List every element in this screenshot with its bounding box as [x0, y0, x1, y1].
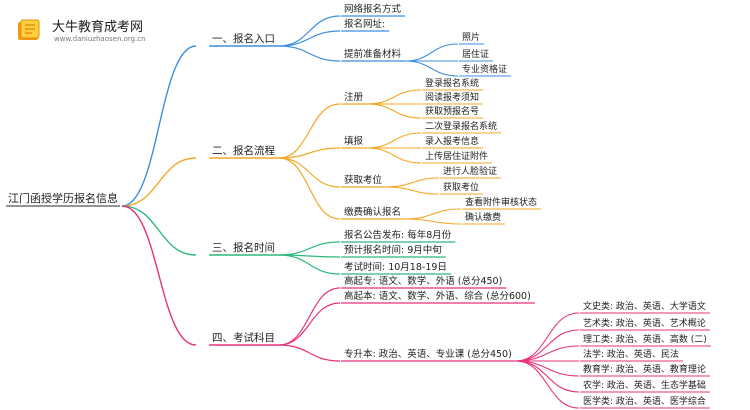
branch-4-child-2-edge [278, 302, 341, 346]
branch-2-child-3-leaf-1-node: 进行人脸验证 [443, 165, 497, 177]
branch-2-child-4-node: 缴费确认报名 [344, 206, 401, 218]
branch-2-child-4-leaf-1-edge [405, 208, 462, 220]
branch-2-child-4-leaf-2-edge [405, 218, 462, 225]
branch-1-child-3-leaf-3-edge [405, 60, 459, 77]
branch-1-child-1-node: 网络报名方式 [344, 3, 402, 15]
branch-3-child-3-edge [278, 254, 341, 275]
branch-4-node: 四、考试科目 [212, 331, 275, 344]
branch-1-child-3-leaf-2-node: 居住证 [462, 48, 489, 60]
branch-2-child-1-leaf-1-edge [367, 89, 422, 105]
branch-2-child-4-leaf-1-node: 查看附件审核状态 [465, 196, 537, 208]
branch-2-child-2-leaf-2-node: 录入报考信息 [425, 135, 479, 147]
branch-3-child-3-node: 考试时间: 10月18-19日 [344, 261, 447, 273]
branch-2-child-3-edge [278, 157, 341, 188]
branch-4-child-3-leaf-6-edge [515, 360, 580, 393]
branch-4-child-3-leaf-2-node: 艺术类: 政治、英语、艺术概论 [583, 317, 706, 329]
branch-3-child-2-node: 预计报名时间: 9月中旬 [344, 244, 442, 256]
branch-4-child-3-edge [278, 344, 341, 362]
branch-1-child-3-node: 提前准备材料 [344, 48, 402, 60]
branch-2-child-2-leaf-3-node: 上传居住证附件 [425, 150, 488, 162]
branch-4-child-3-node: 专升本: 政治、英语、专业课 (总分450) [344, 348, 512, 360]
branch-4-child-3-leaf-1-edge [515, 312, 580, 362]
branch-4-child-3-leaf-5-edge [515, 360, 580, 377]
mind-map-underlines [6, 15, 711, 409]
branch-4-child-1-node: 高起专: 语文、数学、外语 (总分450) [344, 275, 502, 287]
branch-1-child-3-leaf-1-node: 照片 [462, 31, 480, 43]
branch-2-child-3-node: 获取考位 [344, 174, 383, 186]
branch-2-child-2-node: 填报 [344, 135, 364, 147]
branch-4-child-3-leaf-5-node: 教育学: 政治、英语、教育理论 [583, 363, 706, 375]
branch-1-node: 一、报名入口 [212, 32, 275, 45]
branch-4-child-3-leaf-2-edge [515, 329, 580, 362]
branch-2-child-1-edge [278, 103, 341, 159]
book-logo-icon [18, 19, 40, 40]
branch-2-node: 二、报名流程 [212, 144, 275, 157]
branch-4-child-1-edge [278, 287, 341, 346]
branch-2-child-2-leaf-3-edge [367, 147, 422, 164]
branch-2-edge [121, 157, 197, 207]
branch-2-child-1-leaf-2-node: 阅读报考须知 [425, 91, 479, 103]
branch-2-child-4-leaf-2-node: 确认缴费 [465, 211, 501, 223]
branch-3-child-1-node: 报名公告发布: 每年8月份 [344, 229, 452, 241]
branch-4-child-3-leaf-6-node: 农学: 政治、英语、生态学基础 [583, 379, 706, 391]
branch-3-edge [121, 205, 197, 256]
branch-3-child-1-edge [278, 241, 341, 256]
branch-1-child-3-leaf-3-node: 专业资格证 [462, 63, 507, 75]
branch-4-child-3-leaf-1-node: 文史类: 政治、英语、大学语文 [583, 300, 706, 312]
branch-3-node: 三、报名时间 [212, 241, 275, 254]
logo-url: www.daniuzhaosen.org.cn [54, 35, 146, 43]
branch-2-child-3-leaf-2-node: 获取考位 [443, 181, 479, 193]
branch-4-child-3-leaf-3-node: 理工类: 政治、英语、高数 (二) [583, 333, 707, 345]
branch-4-child-3-leaf-7-node: 医学类: 政治、英语、医学综合 [583, 395, 706, 407]
branch-2-child-2-edge [278, 147, 341, 159]
branch-4-edge [121, 205, 197, 346]
site-logo: 大牛教育成考网 www.daniuzhaosen.org.cn [8, 14, 208, 50]
branch-2-child-2-leaf-1-node: 二次登录报名系统 [425, 120, 497, 132]
branch-1-child-2-node: 报名网址: [344, 18, 385, 30]
root-node: 江门函授学历报名信息 [8, 191, 118, 205]
branch-4-child-2-node: 高起本: 语文、数学、外语、综合 (总分600) [344, 290, 531, 302]
logo-name: 大牛教育成考网 [52, 20, 144, 35]
mind-map-edges [121, 15, 580, 409]
branch-1-edge [121, 45, 197, 207]
branch-2-child-1-leaf-3-node: 获取预报名号 [425, 105, 479, 117]
branch-4-child-3-leaf-7-edge [515, 360, 580, 409]
branch-2-child-1-leaf-1-node: 登录报名系统 [425, 77, 479, 89]
branch-2-child-2-leaf-1-edge [367, 132, 422, 149]
branch-2-child-4-edge [278, 157, 341, 220]
branch-1-child-3-leaf-1-edge [405, 43, 459, 62]
branch-1-child-2-edge [278, 30, 341, 47]
branch-1-child-3-edge [278, 45, 341, 62]
branch-2-child-3-leaf-1-edge [386, 177, 440, 188]
branch-4-child-3-leaf-4-node: 法学: 政治、英语、民法 [583, 348, 679, 360]
branch-2-child-1-node: 注册 [344, 91, 364, 103]
branch-2-child-3-leaf-2-edge [386, 186, 440, 195]
branch-2-child-1-leaf-3-edge [367, 103, 422, 119]
